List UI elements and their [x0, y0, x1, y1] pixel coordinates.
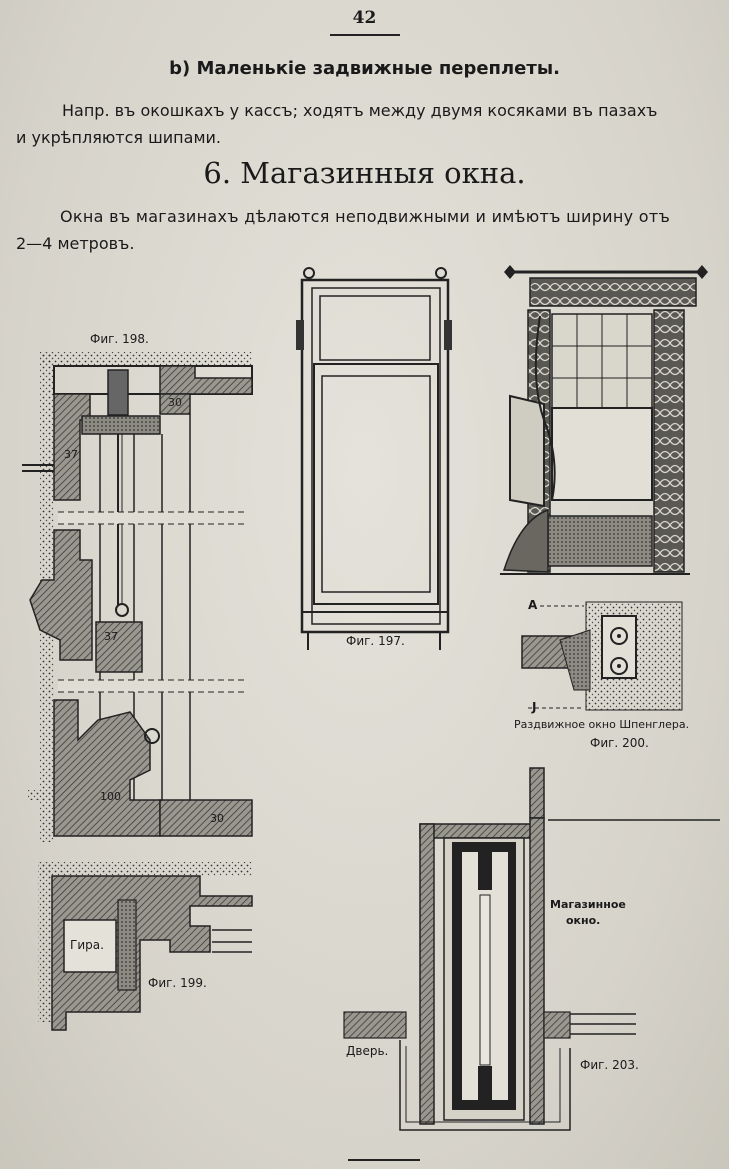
fig-203-window-label-2: окно.	[566, 914, 601, 927]
fig-197-caption: Фиг. 197.	[346, 634, 405, 648]
paragraph-1: Напр. въ окошкахъ у кассъ; ходятъ между …	[16, 97, 716, 151]
figure-197	[296, 267, 452, 650]
fig-198-caption: Фиг. 198.	[90, 332, 149, 346]
figure-198	[22, 352, 253, 842]
paragraph-1-line-2: и укрѣпляются шипами.	[16, 128, 221, 147]
fig-200-caption-line-2: Фиг. 200.	[590, 736, 649, 750]
fig-200-marker-a: A	[528, 598, 538, 612]
section-heading: 6. Магазинныя окна.	[203, 156, 526, 190]
fig-198-label-5: 30	[210, 812, 224, 825]
figure-199	[38, 862, 253, 1031]
fig-199-label: Гира.	[70, 938, 104, 952]
fig-198-label-4: 100	[100, 790, 121, 803]
fig-198-label-3: 37	[104, 630, 118, 643]
fig-199-caption: Фиг. 199.	[148, 976, 207, 990]
paragraph-2-line-1: Окна въ магазинахъ дѣлаются неподвижными…	[60, 207, 671, 226]
fig-203-caption: Фиг. 203.	[580, 1058, 639, 1072]
paragraph-1-line-1: Напр. въ окошкахъ у кассъ; ходятъ между …	[62, 101, 658, 120]
fig-200-caption-line-1: Раздвижное окно Шпенглера.	[514, 718, 690, 731]
figure-203	[343, 767, 720, 1161]
page-number-rule	[330, 34, 400, 36]
fig-198-label-2: 37	[64, 448, 78, 461]
subheading: b) Маленькiе задвижные переплеты.	[169, 58, 560, 79]
page-number: 42	[352, 8, 377, 28]
paragraph-2: Окна въ магазинахъ дѣлаются неподвижными…	[16, 203, 724, 257]
fig-200-marker-j: J	[532, 700, 537, 714]
fig-203-door-label: Дверь.	[346, 1044, 389, 1058]
paragraph-2-line-2: 2—4 метровъ.	[16, 234, 135, 253]
fig-198-label-1: 30	[168, 396, 182, 409]
fig-203-window-label-1: Магазинное	[550, 898, 626, 911]
figure-200	[500, 265, 708, 711]
